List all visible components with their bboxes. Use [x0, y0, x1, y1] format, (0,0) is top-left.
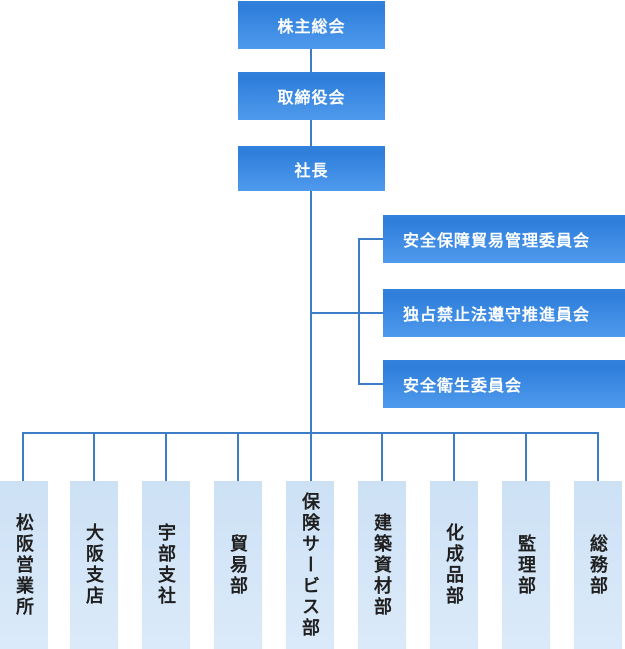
node-dept-insurance-service: 保険サービス部: [286, 481, 334, 649]
connector-drop-4: [237, 434, 239, 481]
node-board-of-directors-label: 取締役会: [277, 90, 346, 107]
connector-shareholders-board: [310, 49, 312, 72]
connector-committee-1-stub: [358, 238, 383, 240]
node-dept-construction-materials-label: 建築資材部: [372, 512, 392, 618]
node-shareholders-meeting: 株主総会: [238, 1, 385, 49]
node-dept-construction-materials: 建築資材部: [358, 481, 406, 649]
node-president: 社長: [238, 146, 385, 191]
connector-drop-1: [22, 434, 24, 481]
node-board-of-directors: 取締役会: [238, 72, 385, 120]
connector-drop-3: [165, 434, 167, 481]
node-dept-ube-branch-label: 宇部支社: [156, 523, 176, 607]
node-committee-export-control-label: 安全保障貿易管理委員会: [403, 233, 591, 250]
connector-drop-9: [597, 434, 599, 481]
node-committee-safety-health: 安全衛生委員会: [383, 360, 625, 408]
node-dept-chemical-products-label: 化成品部: [444, 523, 464, 607]
node-dept-osaka-branch: 大阪支店: [70, 481, 118, 649]
connector-committee-branch: [311, 312, 383, 314]
node-committee-export-control: 安全保障貿易管理委員会: [383, 215, 625, 263]
node-committee-safety-health-label: 安全衛生委員会: [403, 378, 523, 395]
node-dept-chemical-products: 化成品部: [430, 481, 478, 649]
node-dept-insurance-service-label: 保険サービス部: [300, 491, 320, 639]
node-dept-matsusaka-sales-office: 松阪営業所: [0, 481, 48, 649]
connector-drop-7: [453, 434, 455, 481]
connector-drop-5: [310, 434, 312, 481]
node-committee-antitrust-compliance-label: 独占禁止法遵守推進員会: [403, 307, 591, 324]
connector-distribution-line: [22, 432, 599, 434]
node-dept-trade-label: 貿易部: [228, 533, 248, 597]
node-committee-antitrust-compliance: 独占禁止法遵守推進員会: [383, 289, 625, 337]
node-dept-osaka-branch-label: 大阪支店: [84, 523, 104, 607]
connector-committee-3-stub: [358, 383, 383, 385]
connector-board-president: [310, 120, 312, 146]
node-dept-general-affairs-label: 総務部: [588, 533, 608, 597]
node-dept-supervision: 監理部: [502, 481, 550, 649]
node-dept-general-affairs: 総務部: [574, 481, 622, 649]
node-president-label: 社長: [294, 162, 329, 180]
node-dept-matsusaka-sales-office-label: 松阪営業所: [14, 512, 34, 618]
node-shareholders-meeting-label: 株主総会: [277, 19, 346, 36]
connector-drop-8: [525, 434, 527, 481]
connector-drop-6: [381, 434, 383, 481]
node-dept-ube-branch: 宇部支社: [142, 481, 190, 649]
connector-drop-2: [93, 434, 95, 481]
node-dept-supervision-label: 監理部: [516, 533, 536, 597]
connector-committee-spine: [358, 238, 360, 385]
node-dept-trade: 貿易部: [214, 481, 262, 649]
